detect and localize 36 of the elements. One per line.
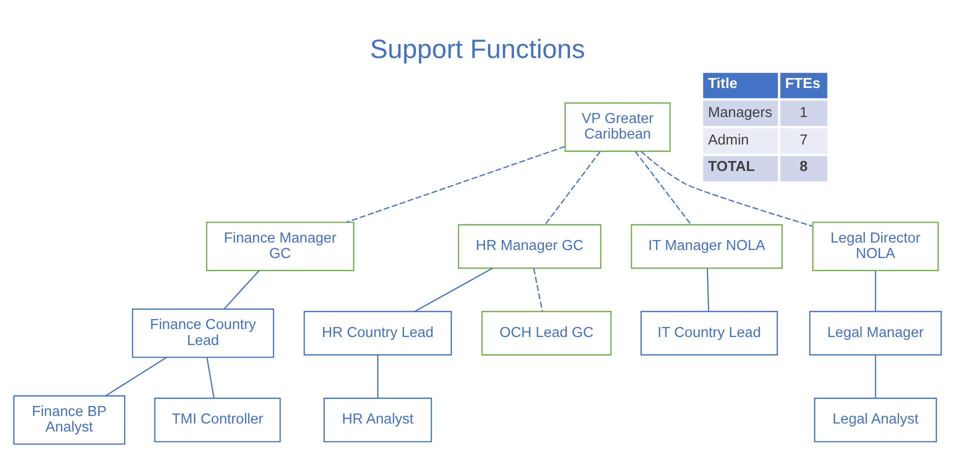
diagram-title: Support Functions [369,34,585,64]
connector [206,357,214,398]
connector [532,268,542,312]
label: 1 [799,105,808,122]
connector [874,270,876,312]
label: FTEs [784,76,820,92]
node-box: IT Country Lead [640,310,778,356]
node-box: Finance Country Lead [131,308,274,358]
connector [640,150,812,227]
label: 7 [799,132,808,149]
label: TOTAL [707,159,754,176]
connector [346,146,565,223]
label: Title [707,76,737,92]
node-box: IT Manager NOLA [630,224,782,269]
label: 8 [799,159,808,176]
node-box: OCH Lead GC [480,310,612,356]
node-box: Finance BP Analyst [12,395,125,445]
connector [376,355,378,398]
connector [223,270,260,310]
connector [874,355,876,398]
label: Managers [707,105,772,122]
label: Admin [707,132,748,149]
connector [706,268,709,312]
connector [414,268,492,312]
node-box: VP Greater Caribbean [564,102,670,152]
node-box: TMI Controller [154,398,280,442]
node-box: Legal Manager [808,310,942,356]
connector [104,356,166,396]
connector [634,151,691,225]
node-box: HR Manager GC [457,224,601,269]
node-box: HR Country Lead [303,310,452,356]
node-box: Legal Analyst [814,398,936,442]
connector [544,151,600,225]
node-box: Legal Director NOLA [812,222,938,272]
node-box: Finance Manager GC [206,222,354,272]
node-box: HR Analyst [323,398,432,442]
